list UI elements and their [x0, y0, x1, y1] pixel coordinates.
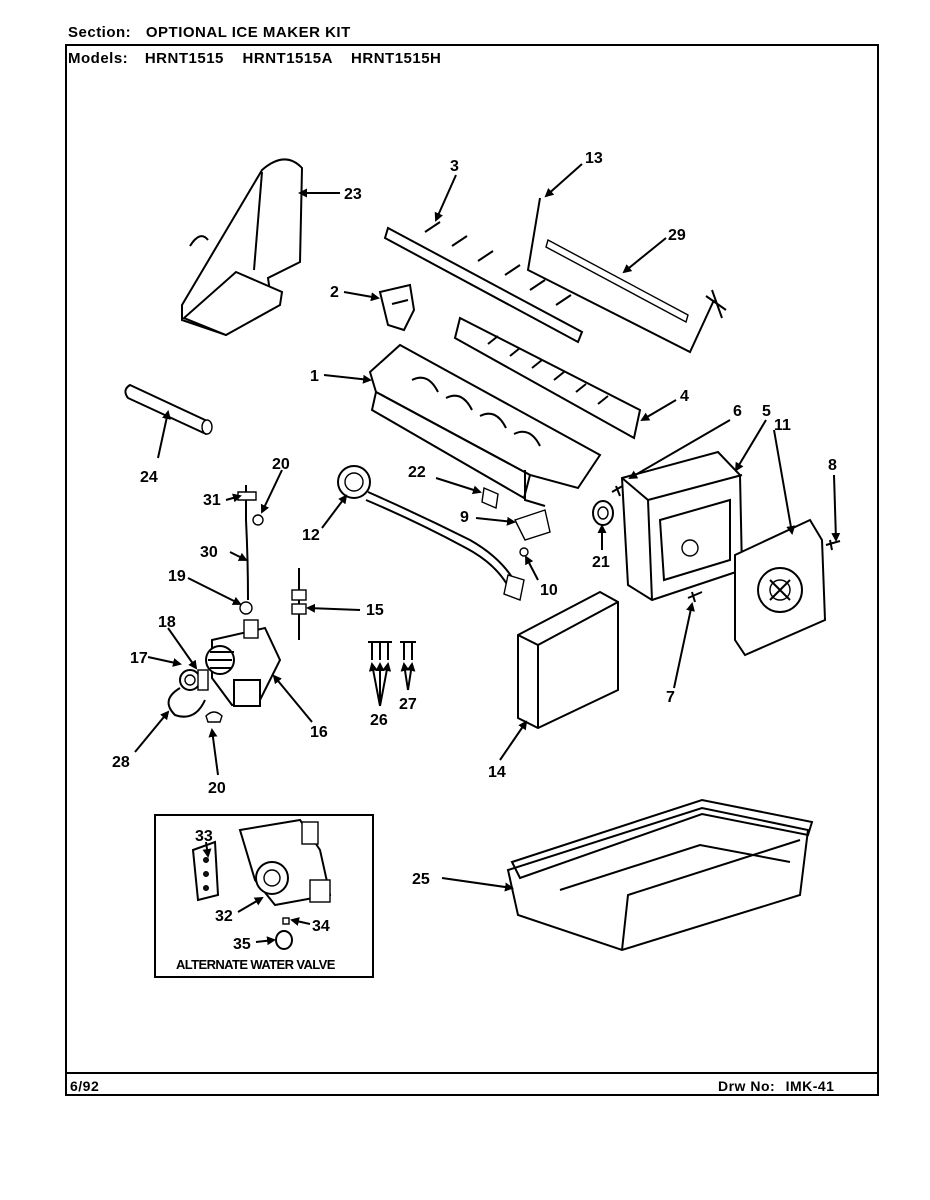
- part-17-18-28-solenoid-lead: [167, 669, 209, 718]
- section-label: Section:: [68, 24, 132, 41]
- callout-34: 34: [312, 918, 330, 935]
- callout-31: 31: [203, 492, 221, 509]
- section-line: Section: OPTIONAL ICE MAKER KIT: [68, 24, 351, 41]
- part-22-9-10-clips: [481, 486, 551, 557]
- callout-27: 27: [399, 696, 417, 713]
- callout-35: 35: [233, 936, 251, 953]
- models-label: Models:: [68, 50, 129, 67]
- model-hrnt1515h: HRNT1515H: [351, 50, 442, 67]
- callout-12: 12: [302, 527, 320, 544]
- callout-33: 33: [195, 828, 213, 845]
- part-24-fill-tube: [124, 383, 213, 436]
- part-12-wire-harness: [337, 465, 525, 601]
- callout-20-bottom: 20: [208, 780, 226, 797]
- part-5-housing: [620, 450, 744, 602]
- callout-4: 4: [680, 388, 689, 405]
- drawing-date: 6/92: [70, 1078, 100, 1094]
- drawing-frame: [65, 44, 879, 1096]
- callout-1: 1: [310, 368, 319, 385]
- callout-3: 3: [450, 158, 459, 175]
- drawing-number-label: Drw No:: [718, 1078, 776, 1094]
- callout-21: 21: [592, 554, 610, 571]
- callout-8: 8: [828, 457, 837, 474]
- part-7-screw: [687, 591, 703, 603]
- drawing-number-value: IMK-41: [785, 1078, 835, 1094]
- callout-10: 10: [540, 582, 558, 599]
- part-14-cover-box: [517, 590, 619, 730]
- callout-13: 13: [585, 150, 603, 167]
- part-stripper: [453, 316, 642, 440]
- part-15-tube-fitting: [291, 568, 307, 640]
- callout-30: 30: [200, 544, 218, 561]
- part-1-mold: [368, 343, 602, 507]
- part-8-screw: [825, 539, 841, 551]
- part-2-bracket: [378, 283, 416, 332]
- alternate-water-valve-inset: ALTERNATE WATER VALVE: [154, 814, 374, 978]
- section-title: OPTIONAL ICE MAKER KIT: [145, 24, 351, 41]
- callout-9: 9: [460, 509, 469, 526]
- callout-15: 15: [366, 602, 384, 619]
- part-16-water-valve: [205, 619, 282, 707]
- part-3-ejector: [383, 221, 584, 344]
- callout-7: 7: [666, 689, 675, 706]
- models-line: Models: HRNT1515 HRNT1515A HRNT1515H: [68, 50, 441, 67]
- callout-16: 16: [310, 724, 328, 741]
- drawing-number: Drw No: IMK-41: [718, 1078, 834, 1094]
- part-13-29-shutoff-arm: [526, 197, 727, 354]
- callout-20-top: 20: [272, 456, 290, 473]
- callout-numbers: 23 2 3 13 29 1 4 6 5 11 8 24 22 9 10 21 …: [112, 150, 837, 953]
- leader-lines: [134, 163, 841, 946]
- callout-29: 29: [668, 227, 686, 244]
- part-23-cover: [181, 158, 304, 337]
- callout-19: 19: [168, 568, 186, 585]
- callout-32: 32: [215, 908, 233, 925]
- part-20-clamp: [205, 711, 223, 723]
- callout-25: 25: [412, 871, 430, 888]
- part-21-thermostat: [592, 500, 614, 526]
- callout-14: 14: [488, 764, 506, 781]
- part-25-ice-bin: [506, 798, 814, 952]
- callout-5: 5: [762, 403, 771, 420]
- callout-28: 28: [112, 754, 130, 771]
- inset-caption: ALTERNATE WATER VALVE: [176, 957, 336, 972]
- callout-11: 11: [774, 417, 791, 434]
- footer-rule: [65, 1072, 879, 1074]
- callout-26: 26: [370, 712, 388, 729]
- part-26-27-screws: [368, 641, 416, 660]
- model-hrnt1515: HRNT1515: [144, 50, 224, 67]
- callout-6: 6: [733, 403, 742, 420]
- callout-17: 17: [130, 650, 148, 667]
- callout-24: 24: [140, 469, 158, 486]
- model-hrnt1515a: HRNT1515A: [242, 50, 333, 67]
- callout-2: 2: [330, 284, 339, 301]
- part-11-motor-plate: [734, 518, 827, 657]
- part-30-water-tube: [237, 485, 264, 615]
- callout-18: 18: [158, 614, 176, 631]
- callout-22: 22: [408, 464, 426, 481]
- callout-23: 23: [344, 186, 362, 203]
